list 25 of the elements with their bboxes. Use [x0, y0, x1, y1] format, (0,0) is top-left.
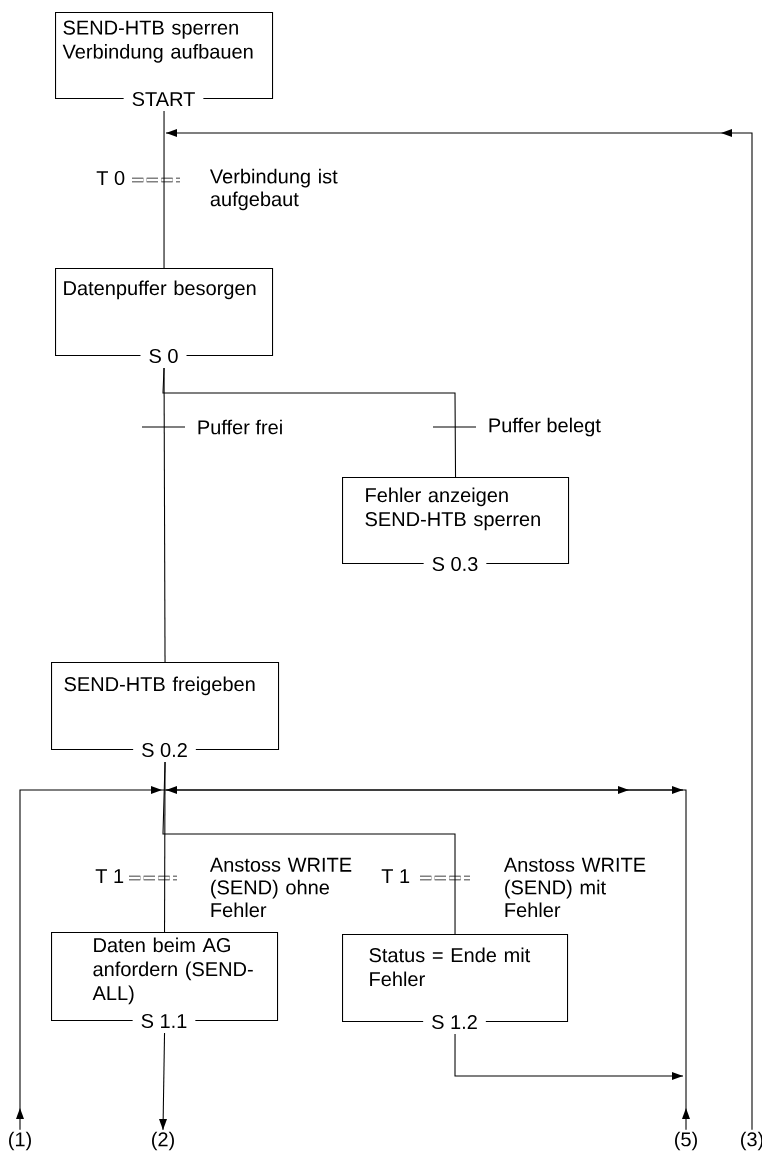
- connector: [165, 786, 690, 1131]
- connector-label: (5): [675, 1131, 697, 1151]
- step-box: Daten beim AG anfordern (SEND-ALL) S 1.1: [51, 932, 279, 1030]
- edge-label: Puffer frei: [195, 418, 285, 436]
- connector-label: (3): [741, 1131, 762, 1151]
- connector: [454, 1033, 684, 1080]
- transition-label: T 0: [96, 170, 125, 186]
- step-box: Datenpuffer besorgen S 0: [55, 268, 274, 365]
- connector: [165, 129, 753, 1131]
- step-box: Fehler anzeigen SEND-HTB sperren S 0.3: [342, 477, 570, 573]
- step-box: SEND-HTB sperren Verbindung aufbauen START: [55, 12, 274, 108]
- edge-label: Anstoss WRITE (SEND) ohne Fehler: [208, 856, 372, 919]
- connector: [163, 110, 165, 269]
- step-box: Status = Ende mit Fehler S 1.2: [342, 934, 569, 1031]
- connector: [159, 1032, 167, 1131]
- transition-label: T 1: [95, 869, 124, 883]
- edge-label: Verbindung ist aufgebaut: [208, 167, 342, 212]
- connector: [162, 367, 457, 478]
- connector: [162, 761, 456, 935]
- edge-label: Puffer belegt: [486, 416, 603, 438]
- transition-label: T 1: [381, 869, 410, 883]
- edge-label: Anstoss WRITE (SEND) mit Fehler: [502, 856, 666, 919]
- step-box: SEND-HTB freigeben S 0.2: [51, 662, 280, 759]
- connector-label: (2): [152, 1131, 174, 1151]
- connector-label: (1): [9, 1131, 31, 1151]
